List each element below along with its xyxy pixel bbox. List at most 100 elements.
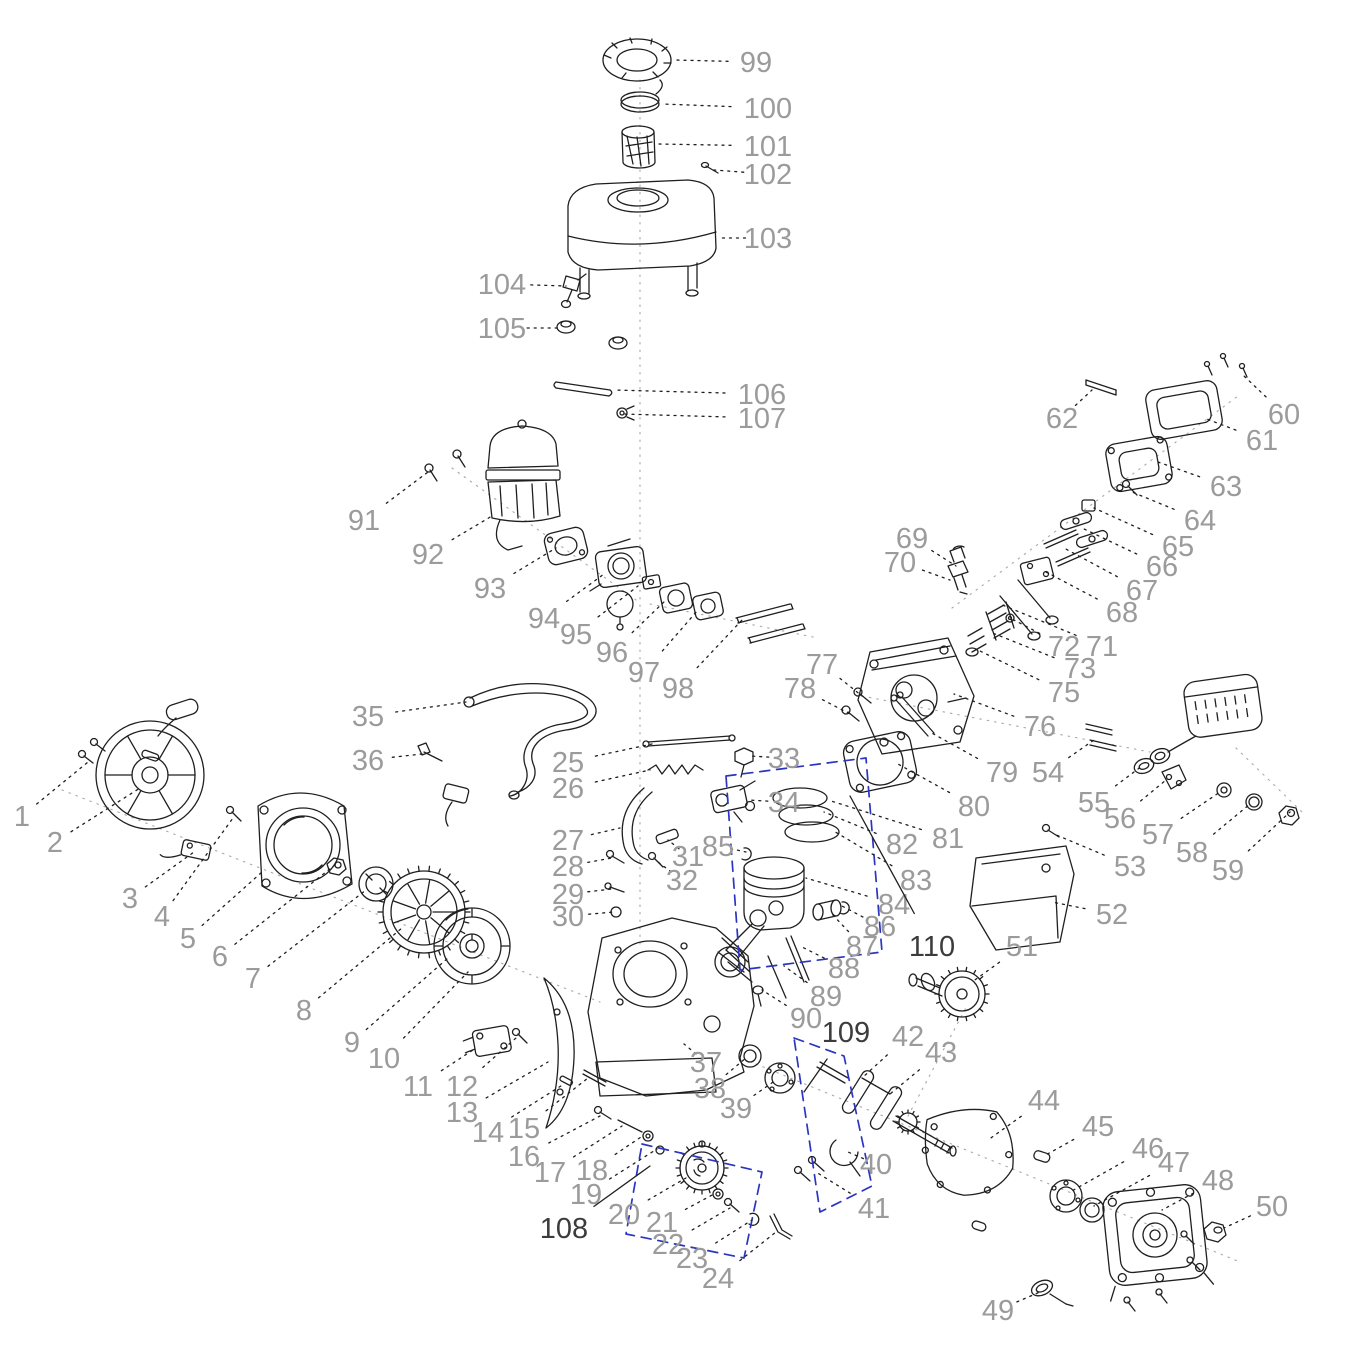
part-label-20: 20 xyxy=(608,1199,640,1231)
part-label-50: 50 xyxy=(1256,1191,1288,1223)
leader-line-90 xyxy=(761,989,787,1007)
part-label-56: 56 xyxy=(1104,803,1136,835)
leader-line-100 xyxy=(661,103,732,108)
cap-seal-ring xyxy=(620,79,663,113)
valve-train xyxy=(965,479,1138,657)
leader-line-85 xyxy=(729,848,747,853)
part-label-19: 19 xyxy=(570,1179,602,1211)
leader-line-69 xyxy=(931,549,957,567)
part-label-58: 58 xyxy=(1176,837,1208,869)
bracket-95 xyxy=(641,574,662,590)
leader-line-48 xyxy=(1161,1192,1194,1211)
leader-line-97 xyxy=(661,609,699,652)
carburetor xyxy=(589,538,648,631)
part-label-39: 39 xyxy=(720,1093,752,1125)
leader-line-12 xyxy=(482,1037,517,1069)
oil-plug-50 xyxy=(1203,1221,1227,1243)
part-label-91: 91 xyxy=(348,505,380,537)
leader-line-49 xyxy=(1016,1291,1041,1303)
leader-line-102 xyxy=(713,169,745,173)
bolt-53 xyxy=(1041,823,1060,838)
fuel-cap xyxy=(602,37,672,82)
gasket-55 xyxy=(1133,757,1155,775)
leader-line-67 xyxy=(1063,547,1118,578)
leader-line-72 xyxy=(1009,617,1041,635)
bolts-91 xyxy=(424,449,466,482)
part-label-67: 67 xyxy=(1126,575,1158,607)
leader-line-38 xyxy=(725,1057,747,1076)
leader-line-77 xyxy=(839,677,863,697)
part-label-90: 90 xyxy=(790,1003,822,1035)
leader-line-32 xyxy=(657,861,672,873)
part-label-46: 46 xyxy=(1132,1133,1164,1165)
leader-line-5 xyxy=(201,871,263,927)
leader-line-58 xyxy=(1212,803,1251,835)
leader-line-19 xyxy=(608,1148,658,1180)
muffler xyxy=(1183,673,1263,738)
leader-line-3 xyxy=(144,851,195,888)
leader-line-73 xyxy=(989,631,1055,659)
part-label-49: 49 xyxy=(982,1295,1014,1327)
leader-line-60 xyxy=(1243,375,1267,398)
part-label-61: 61 xyxy=(1246,425,1278,457)
head-cover xyxy=(1145,380,1223,440)
assembly-group-109 xyxy=(793,1037,873,1213)
leader-line-96 xyxy=(631,599,667,634)
part-label-14: 14 xyxy=(472,1117,504,1149)
part-label-66: 66 xyxy=(1146,551,1178,583)
leader-line-26 xyxy=(594,769,651,783)
cover-gasket-44 xyxy=(921,1108,1014,1196)
leader-line-86 xyxy=(841,905,864,918)
leader-line-8 xyxy=(317,927,403,999)
part-label-57: 57 xyxy=(1142,819,1174,851)
leader-line-84 xyxy=(805,877,868,897)
cylinder-head xyxy=(857,637,975,755)
part-label-96: 96 xyxy=(596,637,628,669)
leader-line-40 xyxy=(847,1151,865,1160)
assembly-group-108 xyxy=(625,1143,763,1259)
leader-line-54 xyxy=(1068,739,1095,759)
part-label-6: 6 xyxy=(212,941,228,973)
part-label-69: 69 xyxy=(896,523,928,555)
leader-line-89 xyxy=(783,965,808,984)
part-label-30: 30 xyxy=(552,901,584,933)
leader-line-61 xyxy=(1203,417,1237,431)
part-label-28: 28 xyxy=(552,851,584,883)
part-label-16: 16 xyxy=(508,1141,540,1173)
flange-56 xyxy=(1161,764,1187,790)
grommets-105 xyxy=(556,320,628,350)
leader-line-25 xyxy=(594,743,653,757)
leader-line-27 xyxy=(590,827,621,836)
part-label-107: 107 xyxy=(738,403,786,435)
part-label-97: 97 xyxy=(628,657,660,689)
seal-47 xyxy=(1079,1197,1105,1223)
leader-line-43 xyxy=(889,1069,921,1095)
dipstick-49 xyxy=(1030,1279,1074,1307)
governor-assembly-34 xyxy=(710,780,756,823)
part-label-21: 21 xyxy=(646,1207,678,1239)
fuel-valve xyxy=(560,273,587,309)
leader-line-57 xyxy=(1180,791,1221,819)
part-label-7: 7 xyxy=(245,963,261,995)
part-label-17: 17 xyxy=(534,1157,566,1189)
bearing-46 xyxy=(1049,1179,1083,1213)
leader-line-46 xyxy=(1069,1161,1125,1193)
ignition-module-3 xyxy=(159,839,212,861)
rod-bolts-41 xyxy=(793,1155,825,1182)
leader-line-108 xyxy=(593,1165,651,1208)
leader-line-104 xyxy=(530,284,567,287)
leader-line-31 xyxy=(667,839,680,850)
dowel-45 xyxy=(971,1150,1051,1232)
leader-line-68 xyxy=(1045,571,1098,600)
part-label-103: 103 xyxy=(744,223,792,255)
leader-line-98 xyxy=(696,619,743,669)
leader-line-29 xyxy=(587,888,613,893)
leader-line-110 xyxy=(849,795,915,915)
bearing-39 xyxy=(764,1062,796,1094)
construction-lines xyxy=(61,79,1303,1263)
part-label-82: 82 xyxy=(886,829,918,861)
pushrods-88-90 xyxy=(752,935,810,1007)
leader-line-56 xyxy=(1140,779,1167,802)
leader-line-76 xyxy=(953,693,1015,717)
part-label-47: 47 xyxy=(1158,1147,1190,1179)
